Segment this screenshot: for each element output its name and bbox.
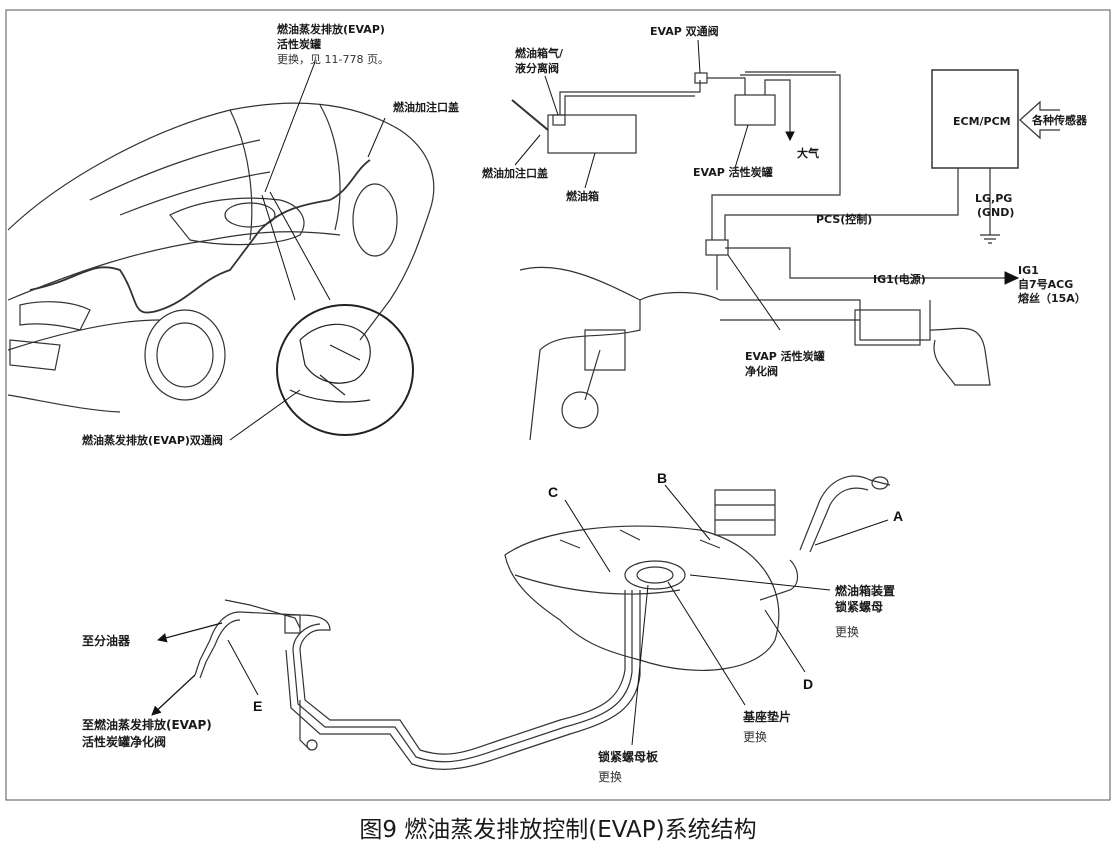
schematic-purge-valve-line1: EVAP 活性炭罐 [745,350,825,363]
tank-nut-replace: 更换 [835,625,860,639]
tank-plate-replace: 更换 [598,770,623,784]
outer-border [5,9,1111,801]
tank-leader-lines [227,484,889,746]
schematic-canister-label: EVAP 活性炭罐 [693,166,773,179]
evap-schematic [511,69,1060,441]
schematic-canister [734,94,776,126]
tank-gasket-replace: 更换 [743,730,768,744]
schematic-purge-valve [705,239,729,256]
tank-nut-line1: 燃油箱装置 [835,584,896,598]
tank-arrows [151,622,223,716]
schematic-pcs-label: PCS(控制) [816,213,873,226]
detail-magnifier [276,304,414,436]
schematic-gnd-line1: LG,PG [975,192,1013,205]
schematic-ig1-line-label: IG1(电源) [873,273,926,286]
callout-e: E [253,698,263,714]
schematic-separator-line2: 液分离阀 [515,62,559,75]
tank-to-distributor-label: 至分油器 [82,634,131,648]
schematic-ecm-box [931,69,1019,169]
schematic-ig1-label: IG1 [1018,264,1039,277]
schematic-leader-lines [514,39,781,331]
schematic-fuse-line1: 自7号ACG [1018,278,1074,291]
fuel-tank-assembly-illustration [194,475,891,770]
callout-d: D [803,676,814,692]
schematic-atmosphere-label: 大气 [797,147,819,160]
schematic-arrows [785,131,1020,285]
schematic-gnd-line2: (GND) [977,206,1015,219]
schematic-two-way-valve [694,72,708,84]
tank-to-purge-line1: 至燃油蒸发排放(EVAP) [82,718,212,732]
car-canister-title-line1: 燃油蒸发排放(EVAP) [277,23,385,36]
tank-gasket-label: 基座垫片 [743,710,792,724]
car-canister-note: 更换，见 11-778 页。 [277,53,389,66]
schematic-ecm-label: ECM/PCM [953,115,1011,128]
car-canister-title-line2: 活性炭罐 [277,38,321,51]
car-two-way-valve-label: 燃油蒸发排放(EVAP)双通阀 [82,434,223,447]
schematic-purge-valve-line2: 净化阀 [745,365,778,378]
schematic-fuel-tank-label: 燃油箱 [566,190,599,203]
car-filler-cap-label: 燃油加注口盖 [393,101,459,114]
callout-b: B [657,470,668,486]
car-cutaway-illustration [7,102,435,413]
schematic-two-way-valve-label: EVAP 双通阀 [650,25,719,38]
callout-c: C [548,484,559,500]
schematic-filler-cap-label: 燃油加注口盖 [482,167,548,180]
car-leader-lines [229,61,386,441]
schematic-sensors-label: 各种传感器 [1032,114,1087,127]
schematic-separator-line1: 燃油箱气/ [515,47,564,60]
callout-a: A [893,508,904,524]
tank-nut-line2: 锁紧螺母 [835,600,884,614]
schematic-fuel-tank [547,114,637,154]
figure-caption: 图9 燃油蒸发排放控制(EVAP)系统结构 [359,817,757,843]
schematic-fuse-line2: 熔丝（15A） [1018,292,1086,305]
tank-plate-label: 锁紧螺母板 [598,750,659,764]
tank-to-purge-line2: 活性炭罐净化阀 [82,735,167,749]
